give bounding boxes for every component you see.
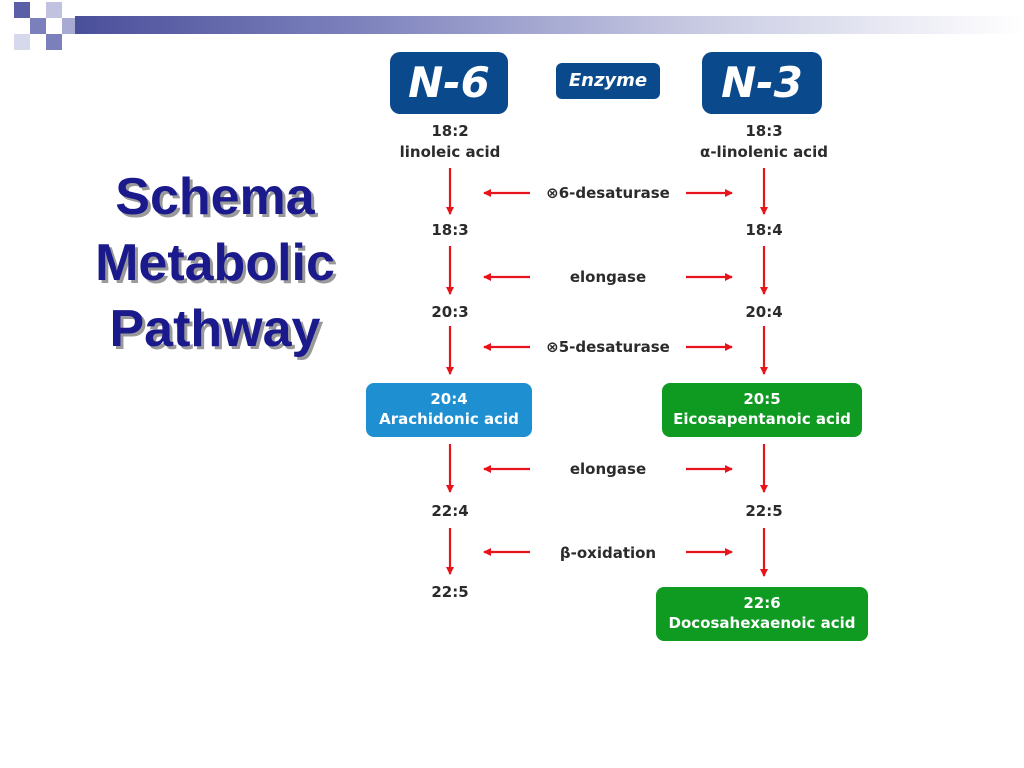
corner-square [14, 34, 30, 50]
n3-docosahexaenoic-box: 22:6 Docosahexaenoic acid [656, 587, 868, 641]
corner-square [46, 34, 62, 50]
n3-eicosapentanoic-box: 20:5 Eicosapentanoic acid [662, 383, 862, 437]
box-ratio: 22:6 [743, 594, 781, 612]
n6-start-ratio: 18:2 [431, 122, 469, 140]
box-ratio: 20:5 [743, 390, 781, 408]
slide-title: Schema Metabolic Pathway [60, 164, 370, 362]
enzyme-label: ⊗6-desaturase [546, 184, 670, 202]
box-name: Eicosapentanoic acid [673, 410, 851, 428]
corner-square [62, 18, 76, 34]
n3-ratio: 20:4 [745, 303, 783, 321]
box-ratio: 20:4 [430, 390, 468, 408]
box-name: Docosahexaenoic acid [668, 614, 856, 632]
slide-title-line: Metabolic [95, 234, 335, 292]
slide-title-line: Schema [115, 168, 315, 226]
n3-ratio: 22:5 [745, 502, 783, 520]
corner-square [14, 2, 30, 18]
top-gradient-bar [75, 16, 1024, 34]
box-name: Arachidonic acid [379, 410, 519, 428]
n6-start-name: linoleic acid [399, 143, 501, 161]
n3-start-name: α-linolenic acid [700, 143, 828, 161]
slide-title-line: Pathway [109, 300, 321, 358]
enzyme-label: β-oxidation [559, 544, 657, 562]
corner-square [30, 18, 46, 34]
n6-ratio: 18:3 [431, 221, 469, 239]
n6-arachidonic-box: 20:4 Arachidonic acid [366, 383, 532, 437]
enzyme-label: elongase [569, 268, 647, 286]
n6-ratio: 22:5 [431, 583, 469, 601]
n3-start-ratio: 18:3 [745, 122, 783, 140]
header-enzyme: Enzyme [556, 63, 660, 99]
enzyme-label: elongase [569, 460, 647, 478]
n3-ratio: 18:4 [745, 221, 783, 239]
header-n6: N-6 [390, 52, 508, 114]
enzyme-label: ⊗5-desaturase [546, 338, 670, 356]
n6-ratio: 22:4 [431, 502, 469, 520]
corner-square [46, 2, 62, 18]
header-n3: N-3 [702, 52, 822, 114]
n6-ratio: 20:3 [431, 303, 469, 321]
